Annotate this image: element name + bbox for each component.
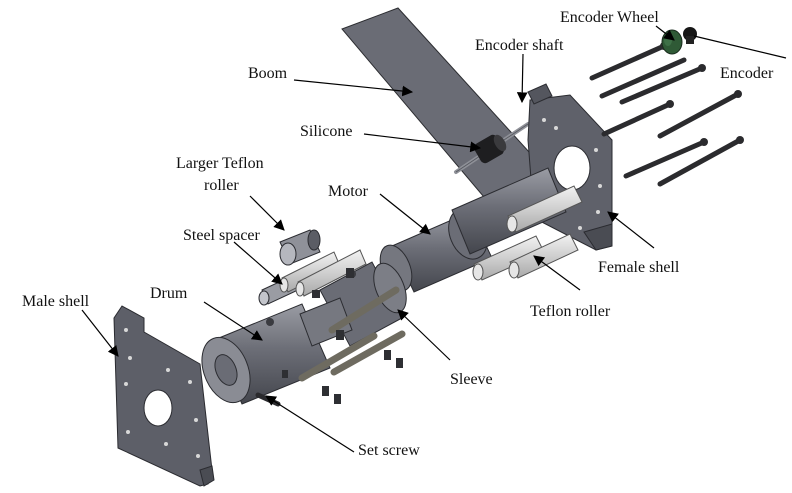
label-larger-teflon-roller-line1: Larger Teflon	[176, 155, 264, 172]
labels: Encoder Wheel Encoder shaft Encoder Boom…	[22, 9, 774, 459]
set-screw-part	[255, 392, 281, 407]
larger-teflon-roller-leader	[249, 195, 285, 231]
encoder-wheel-leader	[655, 25, 675, 41]
female-shell-leader	[607, 211, 655, 249]
boom-leader	[293, 79, 414, 97]
label-female-shell: Female shell	[598, 259, 680, 276]
leader-arrows	[81, 25, 787, 453]
rods-group	[298, 286, 406, 382]
label-motor: Motor	[328, 183, 369, 200]
steel-spacer-leader	[233, 241, 283, 285]
encoder-leader	[693, 35, 787, 59]
label-silicone: Silicone	[300, 123, 352, 140]
label-drum: Drum	[150, 285, 188, 302]
drum-leader	[203, 301, 263, 341]
teflon-roller-leader	[533, 255, 581, 291]
larger-teflon-roller-part	[279, 229, 321, 266]
label-steel-spacer: Steel spacer	[183, 227, 261, 244]
label-teflon-roller: Teflon roller	[530, 303, 611, 320]
encoder-part	[683, 27, 697, 44]
label-encoder-shaft: Encoder shaft	[475, 37, 564, 54]
motor-part	[379, 167, 567, 293]
small-screws-group	[282, 268, 403, 404]
label-encoder-wheel: Encoder Wheel	[560, 9, 659, 26]
label-encoder: Encoder	[720, 65, 774, 82]
set-screw-leader	[265, 395, 355, 453]
label-set-screw: Set screw	[358, 442, 420, 459]
female-shell-part	[527, 83, 613, 251]
silicone-leader	[363, 133, 482, 153]
label-sleeve: Sleeve	[450, 371, 493, 388]
small-teflon-rollers-group	[279, 249, 367, 297]
motor-leader	[379, 193, 431, 235]
silicone-part	[474, 134, 507, 164]
label-boom: Boom	[248, 65, 288, 82]
encoder-shaft-leader	[516, 53, 528, 104]
sleeve-leader	[397, 309, 451, 361]
male-shell-part	[113, 305, 215, 487]
male-shell-leader	[81, 309, 119, 357]
teflon-rollers-group	[472, 185, 583, 281]
label-larger-teflon-roller-line2: roller	[204, 177, 239, 194]
long-screws-group	[589, 42, 744, 187]
label-male-shell: Male shell	[22, 293, 90, 310]
